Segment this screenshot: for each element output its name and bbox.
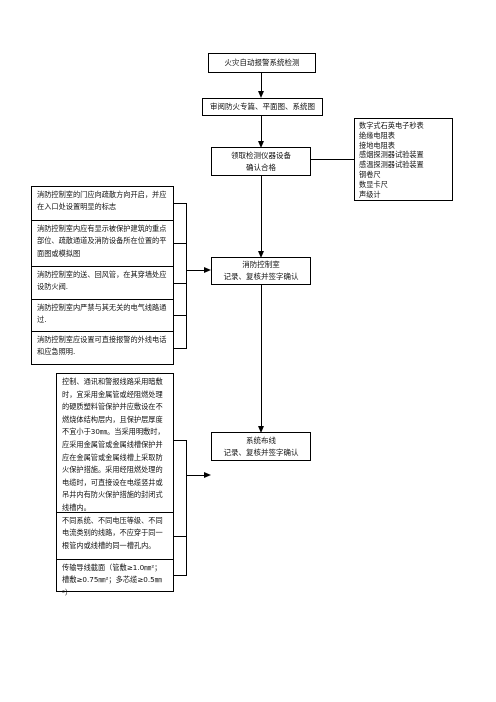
control-room-title: 消防控制室 [242, 260, 280, 269]
control-room-box: 消防控制室 记录、复核并签字确认 [211, 257, 311, 285]
connector [174, 536, 186, 537]
wiring-note: 不同系统、不同电压等级、不同电流类别的线路，不应穿于同一根管内或线槽的同一槽孔内… [56, 512, 174, 560]
connector [174, 315, 186, 316]
control-room-note: 消防控制室内应有显示被保护建筑的重点部位、疏散通道及消防设备所在位置的平面图或模… [31, 220, 174, 267]
connector [186, 475, 205, 476]
start-box: 火灾自动报警系统检测 [208, 53, 316, 73]
arrow-right-icon [204, 267, 211, 273]
connector [186, 440, 187, 576]
wiring-box: 系统布线 记录、复核并签字确认 [211, 432, 311, 461]
instrument-item: 钢卷尺 [359, 169, 381, 179]
connector [174, 243, 186, 244]
connector [311, 159, 354, 160]
control-room-note: 消防控制室内严禁与其无关的电气线路通过. [31, 299, 174, 332]
instrument-subtitle: 确认合格 [246, 163, 276, 172]
connector [174, 440, 186, 441]
instrument-item: 感温探测器试验装置 [359, 160, 424, 170]
control-room-subtitle: 记录、复核并签字确认 [223, 272, 299, 281]
review-label: 审阅防火专篇、平面图、系统图 [210, 102, 315, 111]
connector [174, 203, 186, 204]
instrument-item: 声级计 [359, 189, 381, 199]
control-room-note: 消防控制室应设置可直接报警的外线电话和应急照明. [31, 331, 174, 365]
connector [174, 575, 186, 576]
control-room-note: 消防控制室的门应向疏散方向开启，并应在入口处设置明显的标志 [31, 186, 174, 221]
instrument-item: 绝缘电阻表 [359, 130, 395, 140]
connector [261, 176, 262, 252]
connector [261, 73, 262, 92]
arrow-right-icon [204, 472, 211, 478]
instrument-list: 数字式石英电子秒表 绝缘电阻表 接地电阻表 感烟探测器试验装置 感温探测器试验装… [354, 118, 453, 201]
instrument-box: 领取检测仪器设备 确认合格 [211, 147, 311, 176]
arrow-down-icon [258, 251, 264, 258]
arrow-down-icon [258, 426, 264, 433]
connector [186, 203, 187, 349]
instrument-item: 数字式石英电子秒表 [359, 121, 424, 130]
arrow-down-icon [258, 141, 264, 148]
start-label: 火灾自动报警系统检测 [224, 58, 300, 67]
review-box: 审阅防火专篇、平面图、系统图 [202, 98, 323, 116]
connector [261, 285, 262, 427]
instrument-item: 数显卡尺 [359, 179, 388, 189]
wiring-note: 控制、通讯和警报线路采用暗敷时，宜采用金属管或经阻燃处理的硬质塑料管保护并应敷设… [56, 373, 174, 513]
connector [186, 270, 205, 271]
instrument-item: 接地电阻表 [359, 140, 395, 150]
connector [261, 116, 262, 142]
connector [174, 348, 186, 349]
instrument-item: 感烟探测器试验装置 [359, 150, 424, 160]
arrow-down-icon [258, 91, 264, 98]
connector [174, 283, 186, 284]
wiring-note: 传输导线截面（管敷≥1.0㎜²； 槽敷≥0.75㎜²；多芯缆≥0.5㎜²） [56, 559, 174, 597]
wiring-title: 系统布线 [246, 436, 276, 445]
control-room-note: 消防控制室的送、回风管，在其穿墙处应设防火阀. [31, 266, 174, 300]
instrument-title: 领取检测仪器设备 [231, 151, 291, 160]
wiring-subtitle: 记录、复核并签字确认 [223, 448, 299, 457]
